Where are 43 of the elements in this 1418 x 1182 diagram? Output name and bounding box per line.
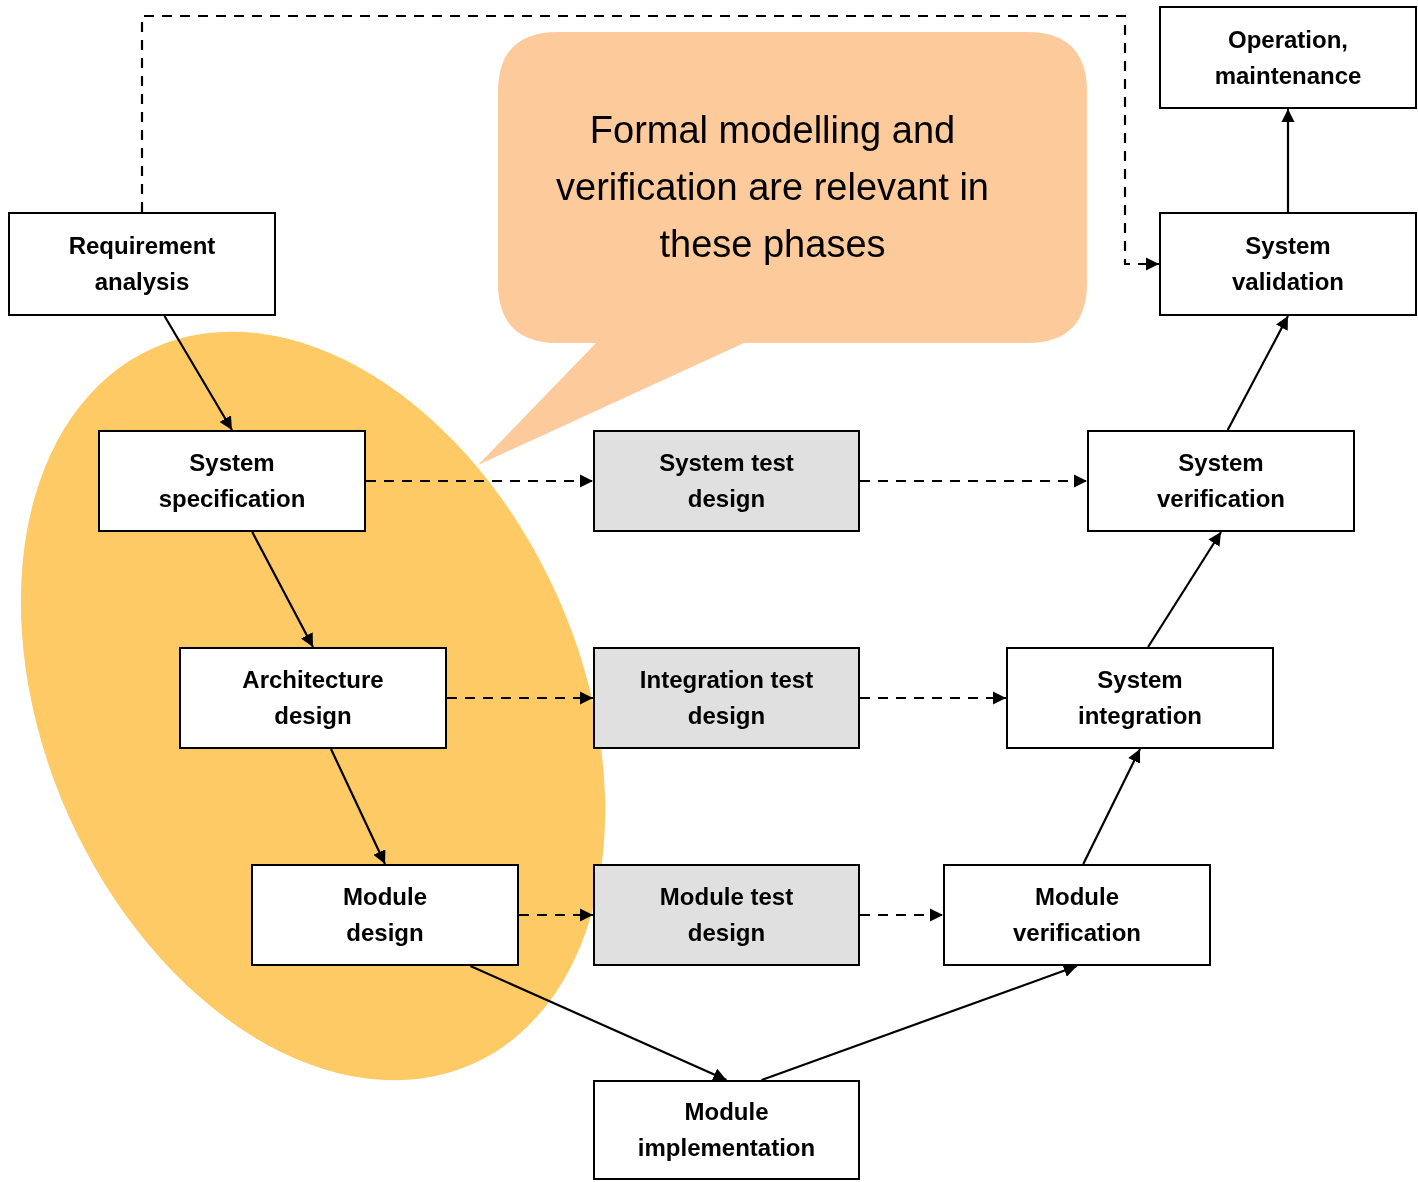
box-label: Architecture design (241, 665, 385, 731)
box-label: Module test design (658, 882, 795, 948)
dashed-arrow (860, 908, 943, 922)
box-label: Integration test design (638, 665, 815, 731)
box-label: System verification (1155, 448, 1286, 514)
arrow (163, 315, 233, 431)
dashed-arrow (447, 691, 593, 705)
process-box (593, 1080, 860, 1180)
process-box (179, 647, 447, 749)
arrow (469, 965, 727, 1081)
test-design-box (593, 647, 860, 749)
box-label: Operation, maintenance (1213, 24, 1363, 91)
box-label: Module design (342, 882, 428, 948)
arrow (1082, 748, 1141, 865)
process-box (1159, 6, 1417, 109)
arrow (761, 964, 1078, 1082)
arrow (330, 748, 386, 865)
dashed-arrow (519, 908, 593, 922)
dashed-arrow (140, 14, 1159, 271)
arrow (1226, 315, 1289, 431)
process-box (98, 430, 366, 532)
dashed-arrow (366, 474, 593, 488)
arrow (1281, 109, 1295, 212)
box-label: System validation (1231, 231, 1345, 297)
box-label: System specification (157, 448, 307, 514)
dashed-arrow (860, 474, 1087, 488)
process-box (1087, 430, 1355, 532)
box-label: System test design (658, 448, 795, 514)
box-label: Module verification (1011, 882, 1142, 948)
callout-text: Formal modelling and verification are relevant in these phases (555, 108, 990, 267)
process-box (943, 864, 1211, 966)
arrow (1147, 531, 1222, 648)
box-label: Module implementation (636, 1097, 817, 1163)
box-label: System integration (1077, 665, 1203, 731)
process-box (1159, 212, 1417, 316)
box-label: Requirement analysis (67, 231, 217, 297)
dashed-arrow (860, 691, 1006, 705)
process-box (8, 212, 276, 316)
process-box (1006, 647, 1274, 749)
arrow (251, 531, 314, 648)
process-box (251, 864, 519, 966)
test-design-box (593, 864, 860, 966)
test-design-box (593, 430, 860, 532)
